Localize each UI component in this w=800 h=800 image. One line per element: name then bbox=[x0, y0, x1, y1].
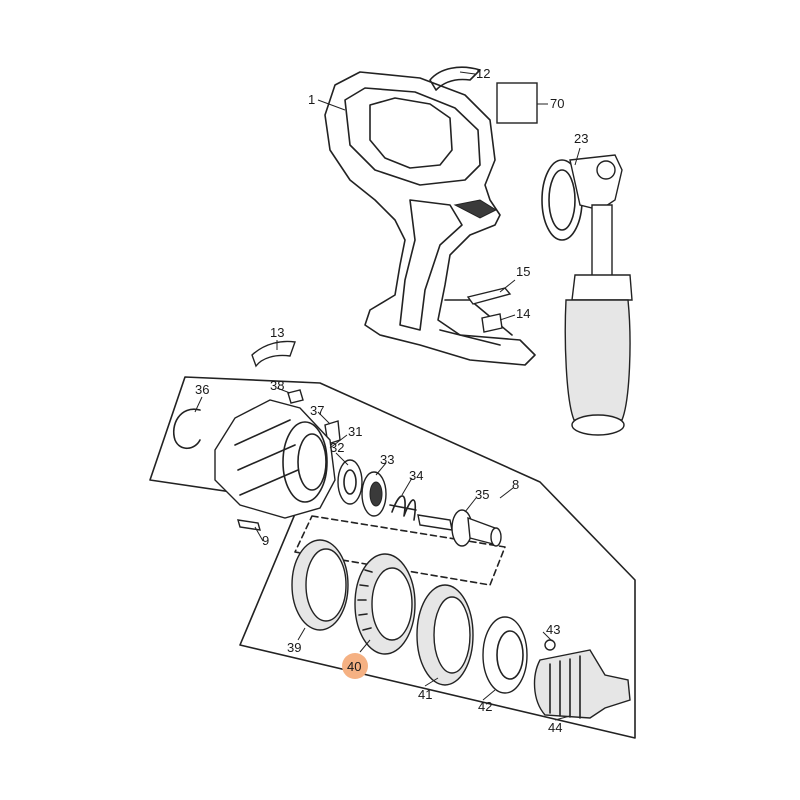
part-labels: 1 12 70 23 15 14 13 36 38 37 31 32 33 34… bbox=[195, 66, 588, 735]
ring-36[interactable] bbox=[173, 408, 201, 450]
label-8[interactable]: 8 bbox=[512, 477, 519, 492]
gear-32[interactable] bbox=[337, 459, 363, 505]
label-35[interactable]: 35 bbox=[475, 487, 489, 502]
ring-39[interactable] bbox=[291, 539, 349, 631]
gear-housing-31[interactable] bbox=[214, 399, 336, 519]
label-70[interactable]: 70 bbox=[550, 96, 564, 111]
collar-42[interactable] bbox=[482, 616, 528, 694]
label-23[interactable]: 23 bbox=[574, 131, 588, 146]
label-1[interactable]: 1 bbox=[308, 92, 315, 107]
label-39[interactable]: 39 bbox=[287, 640, 301, 655]
label-13[interactable]: 13 bbox=[270, 325, 284, 340]
part-12[interactable] bbox=[429, 66, 481, 91]
label-36[interactable]: 36 bbox=[195, 382, 209, 397]
gear-ring-40[interactable] bbox=[354, 553, 416, 655]
part-13[interactable] bbox=[251, 340, 296, 368]
collar-41[interactable] bbox=[416, 584, 474, 686]
housing-part-1[interactable] bbox=[324, 71, 536, 366]
label-31[interactable]: 31 bbox=[348, 424, 362, 439]
label-32[interactable]: 32 bbox=[330, 440, 344, 455]
label-plate-70[interactable] bbox=[496, 82, 538, 124]
label-9[interactable]: 9 bbox=[262, 533, 269, 548]
highlight-marker bbox=[342, 653, 368, 679]
label-37[interactable]: 37 bbox=[310, 403, 324, 418]
screw-43[interactable] bbox=[544, 639, 556, 651]
label-14[interactable]: 14 bbox=[516, 306, 530, 321]
label-43[interactable]: 43 bbox=[546, 622, 560, 637]
bit-15[interactable] bbox=[466, 287, 512, 305]
label-38[interactable]: 38 bbox=[270, 378, 284, 393]
label-34[interactable]: 34 bbox=[409, 468, 423, 483]
label-12[interactable]: 12 bbox=[476, 66, 490, 81]
spring-34[interactable] bbox=[389, 495, 417, 521]
side-handle-23[interactable] bbox=[541, 154, 633, 436]
clip-38[interactable] bbox=[287, 389, 304, 404]
label-15[interactable]: 15 bbox=[516, 264, 530, 279]
label-33[interactable]: 33 bbox=[380, 452, 394, 467]
clip-14[interactable] bbox=[481, 313, 503, 333]
label-44[interactable]: 44 bbox=[548, 720, 562, 735]
label-41[interactable]: 41 bbox=[418, 687, 432, 702]
gear-33[interactable] bbox=[361, 471, 387, 517]
label-40[interactable]: 40 bbox=[347, 659, 361, 674]
chuck-44[interactable] bbox=[533, 649, 631, 719]
label-42[interactable]: 42 bbox=[478, 699, 492, 714]
screw-9[interactable] bbox=[237, 519, 261, 531]
gearbox-frame bbox=[149, 376, 636, 739]
subassembly-dashed-box bbox=[294, 515, 506, 586]
spindle-35[interactable] bbox=[417, 509, 502, 547]
leader-lines bbox=[194, 71, 581, 721]
